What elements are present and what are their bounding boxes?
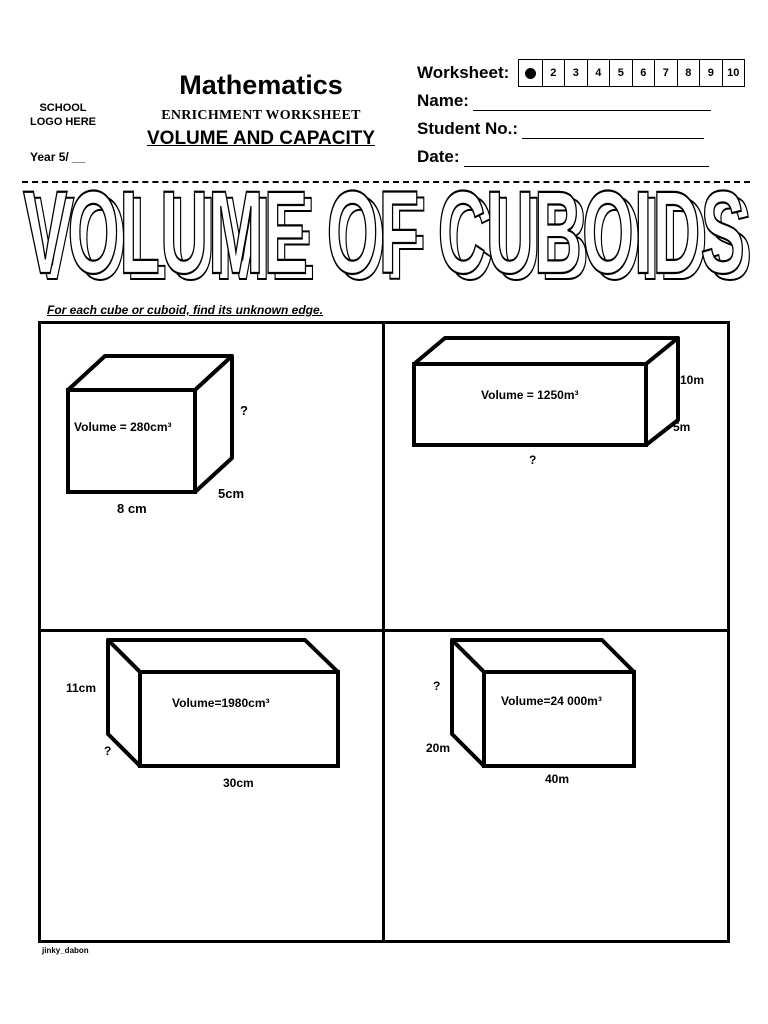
p3-width-label: 30cm [223, 776, 254, 790]
p3-height-label: 11cm [66, 681, 97, 695]
cuboid-4-drawing [450, 638, 636, 768]
student-no-label: Student No.: [417, 119, 519, 138]
p4-height-label: ? [433, 679, 441, 693]
worksheet-box-8[interactable]: 8 [676, 60, 700, 86]
p1-width-label: 8 cm [117, 501, 147, 516]
cube-1-drawing [66, 354, 234, 494]
date-label: Date: [417, 147, 460, 166]
date-input-line[interactable] [463, 150, 709, 167]
cuboid-2-drawing [412, 336, 680, 447]
date-field: Date: [417, 147, 709, 167]
p3-depth-label: ? [104, 744, 112, 758]
worksheet-box-4[interactable]: 4 [586, 60, 610, 86]
p4-width-label: 40m [545, 772, 570, 786]
worksheet-box-3[interactable]: 3 [564, 60, 587, 86]
topic-title: VOLUME AND CAPACITY [147, 128, 375, 149]
name-label: Name: [417, 91, 469, 110]
p1-volume: Volume = 280cm³ [74, 420, 172, 434]
worksheet-box-9[interactable]: 9 [699, 60, 722, 86]
p1-depth-label: 5cm [218, 486, 245, 501]
p2-width-label: ? [529, 453, 537, 467]
school-logo-placeholder: SCHOOL LOGO HERE [20, 101, 106, 129]
worksheet-label: Worksheet: [417, 63, 510, 82]
page-subtitle: ENRICHMENT WORKSHEET [161, 108, 361, 123]
worksheet-box-5[interactable]: 5 [609, 60, 632, 86]
grid-vertical-divider [382, 321, 385, 943]
p1-height-label: ? [240, 403, 248, 418]
p2-height-label: 10m [680, 373, 705, 387]
banner-text: VOLUME OF CUBOIDS [23, 187, 745, 299]
author-credit: jinky_dabon [42, 946, 89, 955]
p2-depth-label: 5m [673, 420, 691, 434]
logo-line-2: LOGO HERE [29, 116, 96, 128]
p4-volume: Volume=24 000m³ [501, 694, 602, 708]
p3-volume: Volume=1980cm³ [172, 696, 270, 710]
banner-title: VOLUME OF CUBOIDS VOLUME OF CUBOIDS [22, 187, 753, 305]
worksheet-box-10[interactable]: 10 [721, 60, 745, 86]
student-no-input-line[interactable] [522, 122, 705, 139]
p4-depth-label: 20m [426, 741, 451, 755]
selected-dot-icon [524, 67, 536, 79]
banner-text-shadow: VOLUME OF CUBOIDS [30, 187, 752, 305]
header-divider [22, 181, 750, 183]
logo-line-1: SCHOOL [39, 102, 87, 114]
worksheet-box-6[interactable]: 6 [631, 60, 655, 86]
worksheet-box-7[interactable]: 7 [654, 60, 677, 86]
name-input-line[interactable] [472, 94, 711, 111]
grid-horizontal-divider [38, 629, 730, 632]
student-no-field: Student No.: [417, 119, 705, 139]
worksheet-box-1[interactable] [519, 60, 542, 86]
worksheet-number-boxes: 2 3 4 5 6 7 8 9 10 [518, 59, 745, 87]
name-field: Name: [417, 91, 711, 111]
worksheet-box-2[interactable]: 2 [541, 60, 565, 86]
instruction-text: For each cube or cuboid, find its unknow… [47, 303, 324, 317]
p2-volume: Volume = 1250m³ [481, 388, 579, 402]
year-label: Year 5/ __ [30, 150, 86, 164]
page-title: Mathematics [179, 70, 343, 100]
cuboid-3-drawing [106, 638, 340, 768]
